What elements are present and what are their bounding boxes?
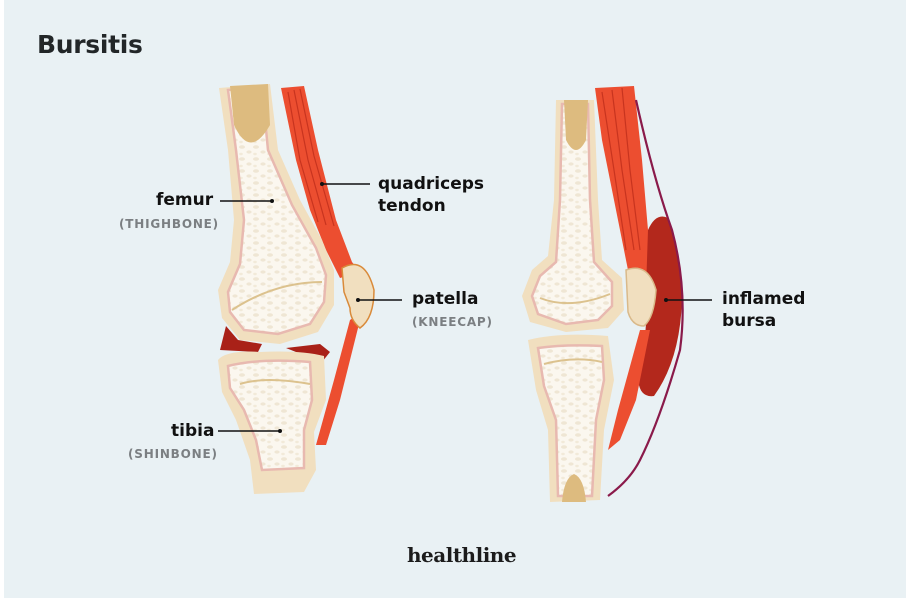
bursa-label-line1: inflamed [722, 289, 806, 309]
diagram-canvas: Bursitis [4, 0, 906, 598]
quadriceps-label-line1: quadriceps [378, 174, 485, 194]
patella-label: patella [412, 289, 479, 309]
patellar-tendon-shape [316, 312, 362, 445]
leader-lines [218, 183, 712, 432]
quadriceps-muscle-shape [595, 86, 652, 290]
knee-illustrations [218, 84, 712, 502]
patella-shape [341, 263, 375, 329]
healthline-logo: healthline [407, 543, 517, 567]
patella-shape-right [625, 267, 657, 327]
normal-knee [218, 84, 375, 494]
patella-note: (KNEECAP) [412, 315, 493, 329]
femur-label: femur [156, 190, 214, 210]
quadriceps-label-line2: tendon [378, 196, 446, 216]
femur-marrow [230, 84, 270, 143]
bursitis-knee [522, 86, 684, 502]
quadriceps-tendon-shape [281, 86, 360, 278]
meniscus-left [220, 326, 262, 352]
tibia-note: (SHINBONE) [128, 447, 218, 461]
bursa-label-line2: bursa [722, 311, 777, 331]
bursa-membrane-line [607, 99, 684, 497]
tibia-label: tibia [171, 421, 215, 441]
inflamed-bursa-shape [638, 216, 682, 397]
diagram-title: Bursitis [37, 30, 143, 59]
femur-note: (THIGHBONE) [119, 217, 219, 231]
